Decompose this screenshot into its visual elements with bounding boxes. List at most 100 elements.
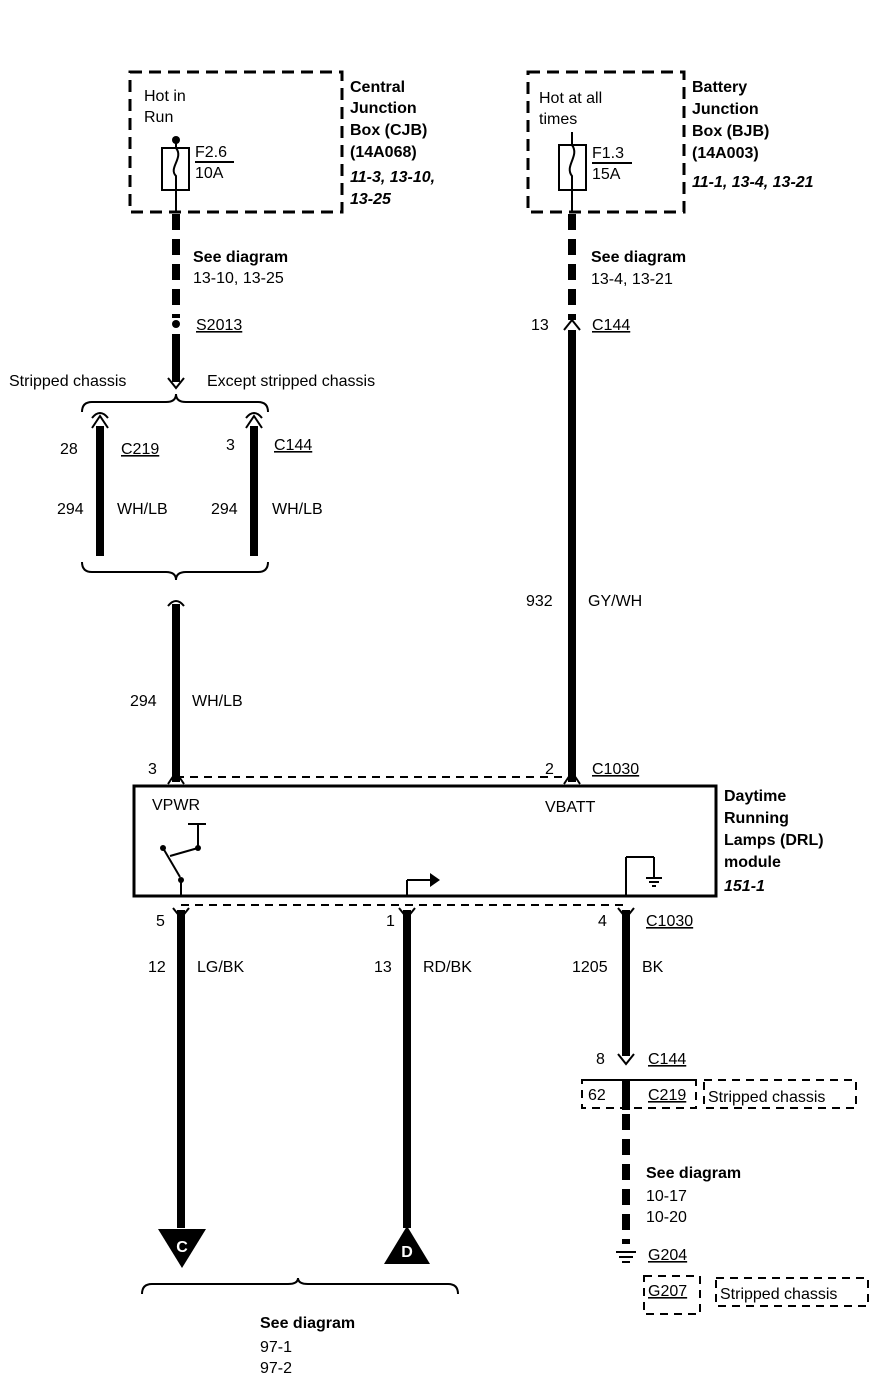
- internal-ground-icon: [625, 856, 662, 896]
- splice-s2013-dot: [172, 320, 180, 328]
- left-mid-circuit: 294: [130, 693, 157, 710]
- bjb-fuse-rating: 15A: [592, 166, 621, 183]
- cjb-fuse-id: F2.6: [195, 144, 227, 161]
- cjb-part: (14A068): [350, 144, 417, 161]
- c219-note: Stripped chassis: [708, 1089, 825, 1106]
- except-stripped-label: Except stripped chassis: [207, 373, 375, 390]
- bottom-brace: [141, 1277, 459, 1295]
- left-see-refs: 13-10, 13-25: [193, 270, 284, 287]
- split-brace-top: [81, 393, 269, 413]
- cjb-fuse-rating: 10A: [195, 165, 224, 182]
- cjb-ref-2: 13-25: [350, 191, 392, 208]
- cjb-hot-label-1: Hot in: [144, 88, 186, 105]
- stripped-chassis-label: Stripped chassis: [9, 373, 126, 390]
- g207-label: G207: [648, 1283, 687, 1300]
- g204-label: G204: [648, 1247, 687, 1264]
- output-c-wire: 5 12 LG/BK C: [148, 907, 244, 1268]
- right-see-title: See diagram: [591, 249, 686, 266]
- module-vbatt: VBATT: [545, 799, 596, 816]
- cjb-name-1: Central: [350, 79, 405, 96]
- bjb-dashed-box: [526, 70, 686, 214]
- branch-except-color: WH/LB: [272, 501, 323, 518]
- bottom-see-title: See diagram: [260, 1315, 355, 1332]
- right-upper-pin: 13: [531, 317, 549, 334]
- bjb-name-2: Junction: [692, 101, 759, 118]
- bjb-part: (14A003): [692, 145, 759, 162]
- out-c-circuit: 12: [148, 959, 166, 976]
- off-page-c-icon: [158, 1229, 206, 1268]
- off-page-c-label: C: [176, 1239, 188, 1256]
- right-mid-color: GY/WH: [588, 593, 642, 610]
- bjb-ref-1: 11-1, 13-4, 13-21: [692, 174, 814, 191]
- branch-except: 3 C144 294 WH/LB: [211, 412, 323, 556]
- g207-note: Stripped chassis: [720, 1286, 837, 1303]
- out-d-circuit: 13: [374, 959, 392, 976]
- right-mid-circuit: 932: [526, 593, 553, 610]
- merge-brace-bottom: [81, 561, 269, 581]
- out-gnd-pin: 4: [598, 913, 607, 930]
- c219-dashed-box: [581, 1079, 697, 1109]
- cjb-block: Hot in Run F2.6 10A Central Junction Box…: [128, 70, 435, 214]
- branch-stripped-color: WH/LB: [117, 501, 168, 518]
- right-mid-pin: 2: [545, 761, 554, 778]
- bjb-hot-label-2: times: [539, 111, 577, 128]
- left-see-title: See diagram: [193, 249, 288, 266]
- drl-module: VPWR VBATT Daytime R: [132, 784, 824, 898]
- right-see-refs: 13-4, 13-21: [591, 271, 673, 288]
- left-mid-wire: 294 WH/LB 3: [130, 600, 243, 785]
- output-ground-wire: 4 C1030 1205 BK 8 C144 62 C219 Stripped …: [572, 907, 869, 1315]
- right-mid-connector: C1030: [592, 761, 639, 778]
- branch-stripped-connector: C219: [121, 441, 159, 458]
- drl-module-box: [132, 784, 718, 898]
- branch-except-circuit: 294: [211, 501, 238, 518]
- ground-g204-icon: [616, 1251, 636, 1263]
- cjb-ref-1: 11-3, 13-10,: [350, 169, 435, 186]
- module-name-2: Running: [724, 810, 789, 827]
- module-vpwr: VPWR: [152, 797, 200, 814]
- gnd-see-title: See diagram: [646, 1165, 741, 1182]
- bjb-block: Hot at all times F1.3 15A Battery Juncti…: [526, 70, 814, 214]
- out-c-color: LG/BK: [197, 959, 244, 976]
- cjb-name-3: Box (CJB): [350, 122, 427, 139]
- right-upper-wire: See diagram 13-4, 13-21 13 C144 932 GY/W…: [526, 214, 686, 785]
- bjb-hot-label-1: Hot at all: [539, 90, 602, 107]
- bottom-ref-2: 97-2: [260, 1360, 292, 1377]
- out-d-color: RD/BK: [423, 959, 472, 976]
- module-name-1: Daytime: [724, 788, 786, 805]
- cjb-hot-label-2: Run: [144, 109, 173, 126]
- g207-dashed-box: [643, 1275, 701, 1315]
- bjb-name-3: Box (BJB): [692, 123, 769, 140]
- out-gnd-circuit: 1205: [572, 959, 608, 976]
- output-d-wire: 1 13 RD/BK D: [374, 907, 472, 1264]
- c219-pin: 62: [588, 1087, 606, 1104]
- out-c-pin: 5: [156, 913, 165, 930]
- c219-note-box: [703, 1079, 857, 1109]
- module-name-3: Lamps (DRL): [724, 832, 824, 849]
- off-page-d-label: D: [401, 1244, 413, 1261]
- out-gnd-connector: C1030: [646, 913, 693, 930]
- left-upper-wire: See diagram 13-10, 13-25 S2013 Stripped …: [9, 214, 375, 390]
- splice-s2013-label: S2013: [196, 317, 242, 334]
- left-mid-pin: 3: [148, 761, 157, 778]
- module-name-4: module: [724, 854, 781, 871]
- right-upper-connector: C144: [592, 317, 630, 334]
- g207-note-box: [715, 1277, 869, 1307]
- branch-except-connector: C144: [274, 437, 312, 454]
- left-mid-color: WH/LB: [192, 693, 243, 710]
- branch-stripped-circuit: 294: [57, 501, 84, 518]
- off-page-d-icon: [384, 1226, 430, 1264]
- output-flag-icon: [406, 873, 440, 896]
- bottom-ref-1: 97-1: [260, 1339, 292, 1356]
- cjb-name-2: Junction: [350, 100, 417, 117]
- c144-label: C144: [648, 1051, 686, 1068]
- c219-label: C219: [648, 1087, 686, 1104]
- bjb-name-1: Battery: [692, 79, 747, 96]
- out-gnd-color: BK: [642, 959, 664, 976]
- bjb-fuse-id: F1.3: [592, 145, 624, 162]
- out-d-pin: 1: [386, 913, 395, 930]
- relay-switch-icon: [160, 823, 206, 896]
- cjb-dashed-box: [128, 70, 344, 214]
- gnd-see-ref-2: 10-20: [646, 1209, 687, 1226]
- c144-pin: 8: [596, 1051, 605, 1068]
